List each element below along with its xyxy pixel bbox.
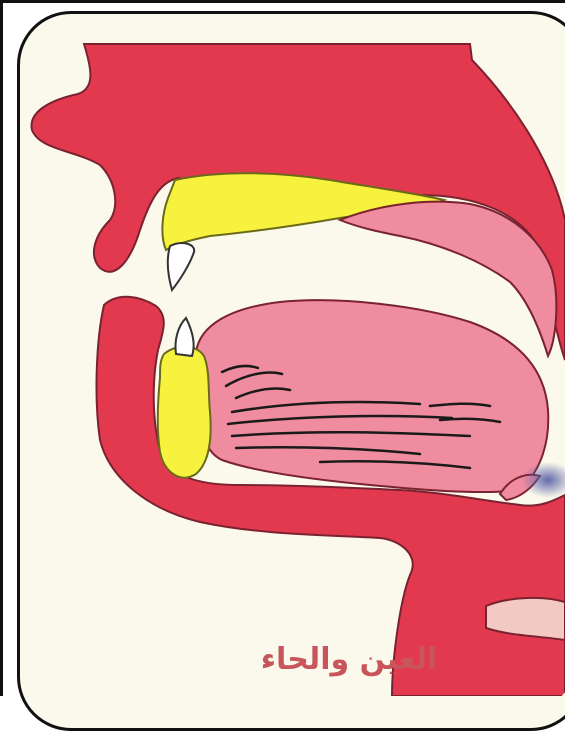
lower-jaw-bone: [158, 347, 211, 478]
diagram-caption: العين والحاء: [244, 636, 454, 684]
vocal-tract-diagram: [0, 0, 565, 696]
tongue: [196, 300, 548, 492]
lower-incisor: [175, 318, 193, 356]
upper-incisor: [168, 243, 194, 290]
